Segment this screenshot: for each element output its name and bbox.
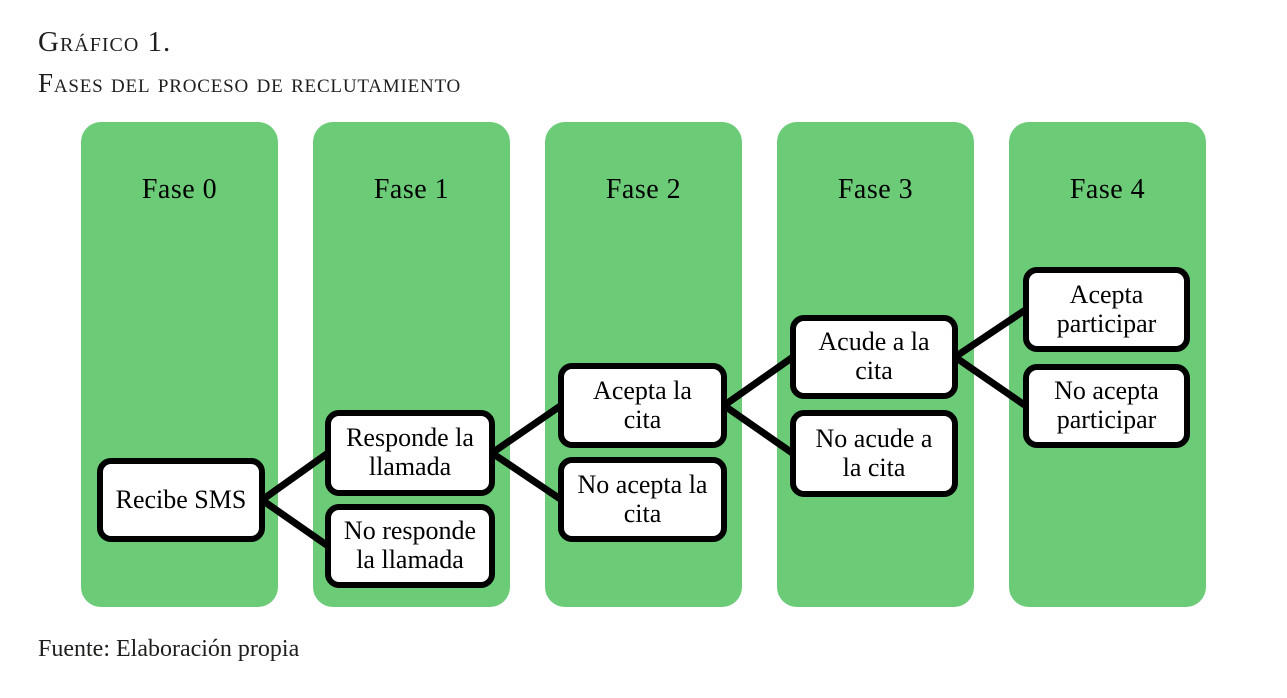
node-acude-cita: Acude a la cita	[790, 315, 958, 399]
edge-acude-cita-to-no-acepta-participar	[951, 353, 1030, 410]
node-label: Acepta participar	[1056, 279, 1157, 338]
node-label: No responde la llamada	[343, 516, 477, 574]
edge-recibe-sms-to-responde-llamada	[258, 449, 332, 504]
phase-label-fase-4: Fase 4	[1069, 174, 1146, 205]
node-label: No acude a la cita	[815, 423, 933, 482]
node-responde-llamada: Responde la llamada	[325, 410, 495, 496]
node-label: Acepta la cita	[593, 375, 692, 434]
node-label: Acude a la cita	[818, 327, 930, 385]
figure-subtitle: Fases del proceso de reclutamiento	[38, 68, 462, 98]
edge-acepta-cita-to-acude-cita	[720, 353, 797, 409]
phase-label-fase-0: Fase 0	[141, 174, 218, 205]
edge-responde-llamada-to-no-acepta-cita	[488, 449, 565, 503]
node-no-acepta-cita: No acepta la cita	[558, 457, 727, 542]
edge-acepta-cita-to-no-acude-cita	[720, 402, 797, 457]
phase-label-fase-1: Fase 1	[373, 174, 450, 205]
node-label: No acepta participar	[1054, 376, 1159, 434]
node-acepta-cita: Acepta la cita	[558, 363, 727, 448]
node-recibe-sms: Recibe SMS	[97, 458, 265, 542]
node-no-responde-llamada: No responde la llamada	[325, 504, 495, 588]
phase-label-fase-3: Fase 3	[837, 174, 914, 205]
node-no-acude-cita: No acude a la cita	[790, 410, 958, 497]
node-no-acepta-participar: No acepta participar	[1023, 364, 1190, 448]
node-label: Recibe SMS	[115, 484, 247, 514]
edge-acude-cita-to-acepta-participar	[951, 306, 1030, 361]
phase-label-fase-2: Fase 2	[605, 174, 682, 205]
edge-recibe-sms-to-no-responde-llamada	[258, 496, 332, 550]
source-note: Fuente: Elaboración propia	[38, 636, 300, 662]
node-label: Responde la llamada	[346, 423, 474, 481]
edge-responde-llamada-to-acepta-cita	[488, 402, 565, 457]
figure-title: Gráfico 1.	[38, 26, 172, 58]
node-label: No acepta la cita	[577, 469, 708, 528]
node-acepta-participar: Acepta participar	[1023, 267, 1190, 352]
